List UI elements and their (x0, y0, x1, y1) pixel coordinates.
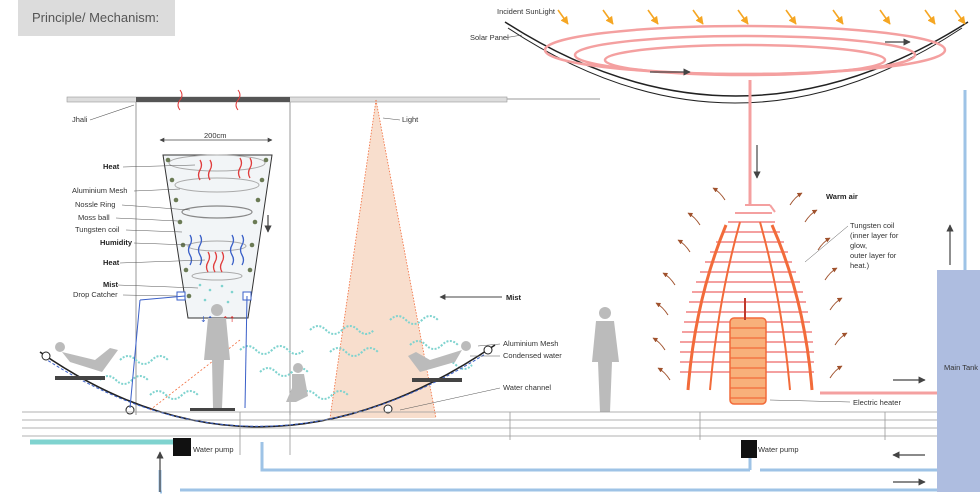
svg-text:Tungsten coil: Tungsten coil (850, 221, 895, 230)
water-pump-left (173, 438, 191, 456)
mist-funnel-label: Mist (103, 280, 119, 289)
drop-catcher-label: Drop Catcher (73, 290, 118, 299)
water-pump-right (741, 440, 757, 458)
svg-text:↓↑: ↓↑ (200, 315, 213, 324)
main-tank-label: Main Tank (944, 363, 978, 372)
coil-heater (652, 187, 848, 405)
solar-panel-label: Solar Panel (470, 33, 509, 42)
main-tank (937, 270, 980, 492)
svg-text:outer layer for: outer layer for (850, 251, 897, 260)
sunlight-arrows (557, 9, 966, 25)
aluminium-mesh-right-label: Aluminium Mesh (503, 339, 558, 348)
light-cone (330, 100, 436, 418)
jhali-frame (66, 89, 600, 415)
light-label: Light (402, 115, 419, 124)
condensed-water-label: Condensed water (503, 351, 562, 360)
svg-text:heat.): heat.) (850, 261, 870, 270)
svg-text:glow,: glow, (850, 241, 867, 250)
water-channel-label: Water channel (503, 383, 551, 392)
mist-center-label: Mist (506, 293, 522, 302)
water-pump-right-label: Water pump (758, 445, 799, 454)
electric-heater-label: Electric heater (853, 398, 901, 407)
heat-top-label: Heat (103, 162, 120, 171)
curved-basin (39, 295, 496, 428)
funnel-labels: Heat Aluminium Mesh Nossle Ring Moss bal… (72, 162, 206, 299)
aluminium-mesh-label: Aluminium Mesh (72, 186, 127, 195)
tungsten-coil-description: Tungsten coil (inner layer for glow, out… (804, 221, 899, 270)
moss-funnel: ↑↑ ↓↑ (159, 137, 273, 324)
warm-air-label: Warm air (826, 192, 858, 201)
heat-mid-label: Heat (103, 258, 120, 267)
svg-text:↑↑: ↑↑ (222, 315, 235, 324)
tungsten-coil-label: Tungsten coil (75, 225, 120, 234)
incident-sunlight-label: Incident SunLight (497, 7, 556, 16)
water-pump-left-label: Water pump (193, 445, 234, 454)
jhali-label: Jhali (72, 115, 88, 124)
human-figures (55, 304, 619, 412)
humidity-label: Humidity (100, 238, 133, 247)
floor-structure (22, 411, 940, 455)
svg-text:(inner layer for: (inner layer for (850, 231, 899, 240)
nossle-ring-label: Nossle Ring (75, 200, 115, 209)
water-pipes (30, 90, 967, 494)
solar-panel (504, 21, 969, 104)
page-title: Principle/ Mechanism: (18, 0, 175, 36)
dimension-label: 200cm (204, 131, 227, 140)
moss-ball-label: Moss ball (78, 213, 110, 222)
